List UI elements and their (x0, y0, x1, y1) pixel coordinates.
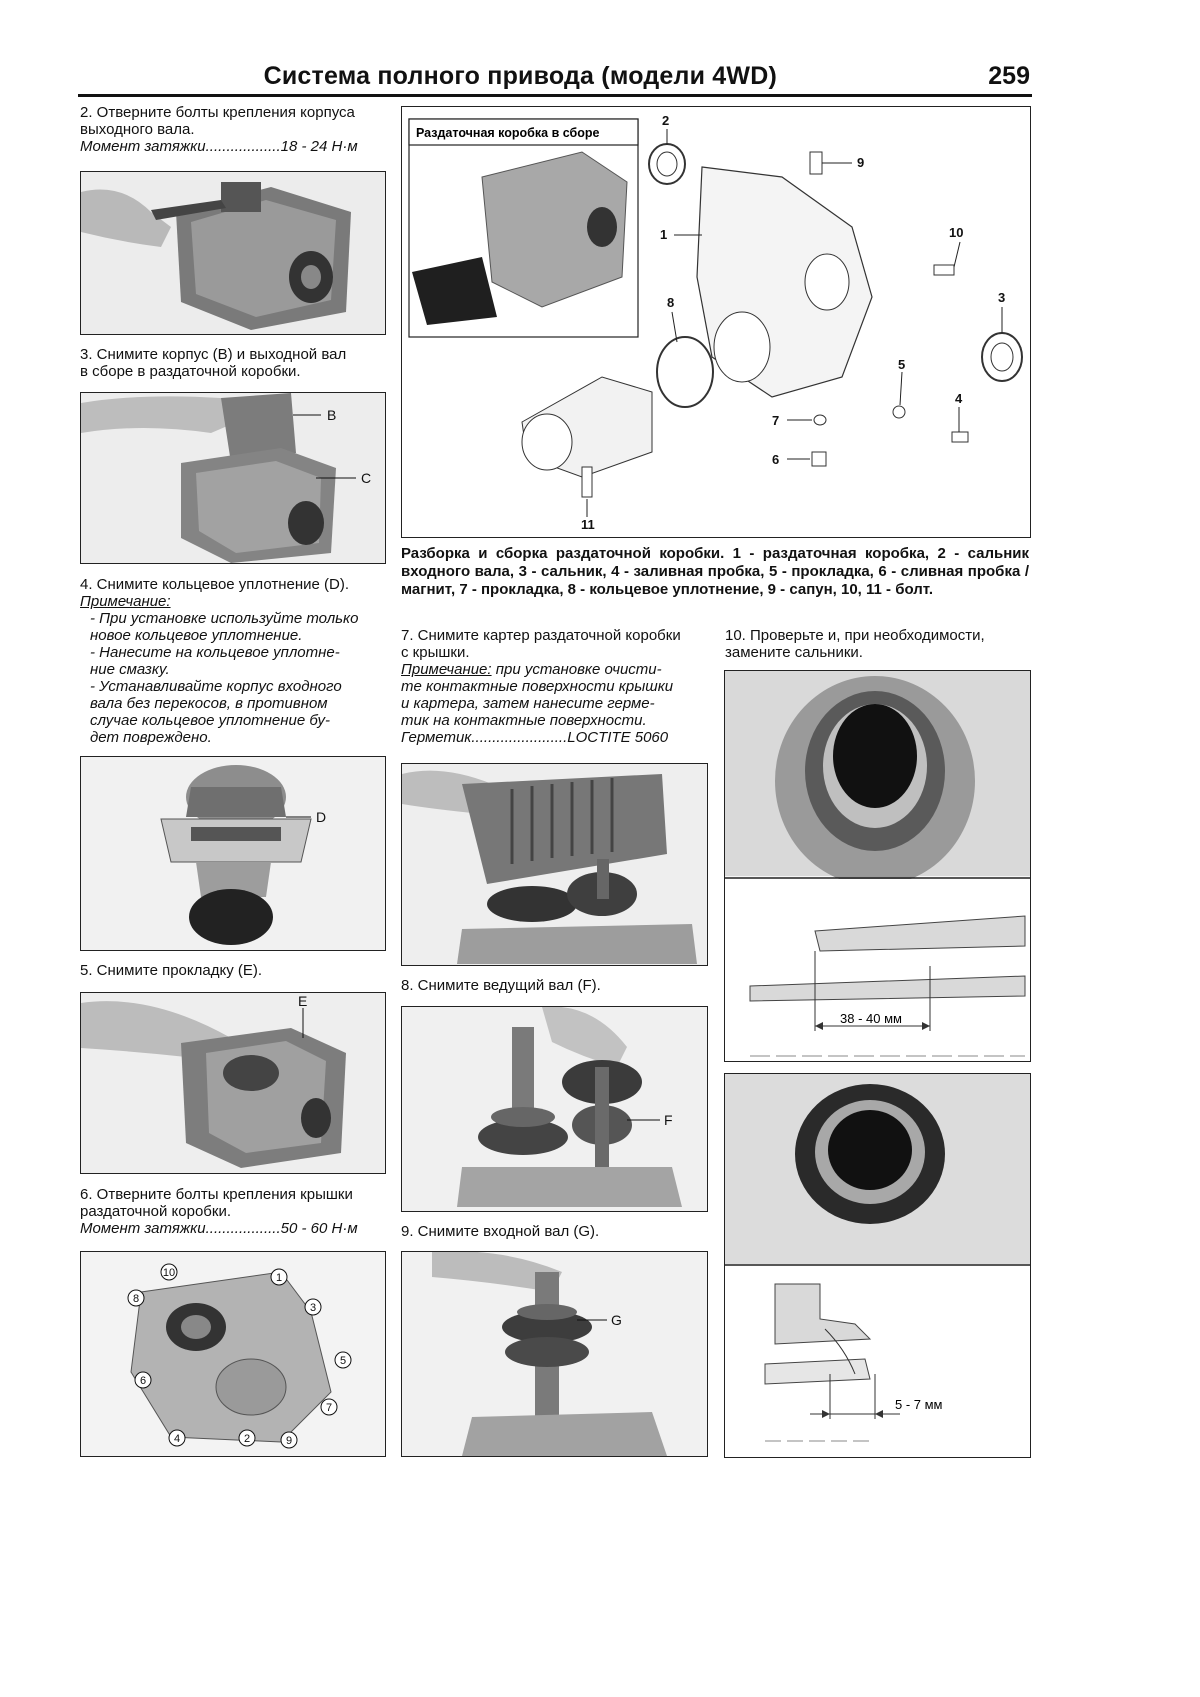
part-number: 4 (955, 391, 963, 406)
bolt-number: 4 (174, 1433, 180, 1445)
dimension-label: 5 - 7 мм (895, 1397, 943, 1412)
diagram-caption: Разборка и сборка раздаточной коробки. 1… (401, 545, 1029, 598)
part-number: 7 (772, 413, 779, 428)
step-5-text: 5. Снимите прокладку (E). (80, 962, 263, 979)
part-number: 2 (662, 113, 669, 128)
part-number: 8 (667, 295, 674, 310)
exploded-diagram: Раздаточная коробка в сборе (401, 106, 1031, 538)
step-2-text: 2. Отверните болты крепления корпуса вых… (80, 104, 390, 155)
part-number: 6 (772, 452, 779, 467)
part-number: 5 (898, 357, 905, 372)
bolt-number: 6 (140, 1375, 146, 1387)
bolt-number: 1 (276, 1272, 282, 1284)
step-4-text: 4. Снимите кольцевое уплотнение (D). При… (80, 576, 390, 746)
photo-step-6: 10 1 8 3 5 6 7 4 2 9 (80, 1251, 386, 1457)
bolt-number: 3 (310, 1302, 316, 1314)
page-title: Система полного привода (модели 4WD) (263, 62, 777, 90)
note-title: Примечание: (80, 593, 171, 610)
step-8-text: 8. Снимите ведущий вал (F). (401, 977, 601, 994)
page-header: Система полного привода (модели 4WD) 259 (78, 58, 1032, 97)
part-number: 1 (660, 227, 667, 242)
part-number: 9 (857, 155, 864, 170)
photo-step-9: G (401, 1251, 708, 1457)
torque-spec: Момент затяжки..................18 - 24 … (80, 138, 358, 155)
dimension-label: 38 - 40 мм (840, 1011, 902, 1026)
part-number: 10 (949, 225, 963, 240)
part-number: 3 (998, 290, 1005, 305)
photo-step-4: D (80, 756, 386, 951)
label-f: F (664, 1112, 673, 1128)
step-3-text: 3. Снимите корпус (B) и выходной вал в с… (80, 346, 347, 380)
label-e: E (298, 993, 307, 1009)
label-c: C (361, 470, 371, 486)
photo-step-2 (80, 171, 386, 335)
seal-check-panel-2: 5 - 7 мм (724, 1073, 1031, 1458)
photo-step-8: F (401, 1006, 708, 1212)
bolt-number: 9 (286, 1435, 292, 1447)
inset-title: Раздаточная коробка в сборе (416, 126, 600, 140)
photo-step-5: E (80, 992, 386, 1174)
seal-check-panel-1: 38 - 40 мм (724, 670, 1031, 1062)
page-number: 259 (988, 62, 1030, 90)
label-b: B (327, 407, 336, 423)
step-9-text: 9. Снимите входной вал (G). (401, 1223, 600, 1240)
bolt-number: 8 (133, 1293, 139, 1305)
step-7-text: 7. Снимите картер раздаточной коробки с … (401, 627, 713, 746)
step-6-text: 6. Отверните болты крепления крышки разд… (80, 1186, 390, 1237)
step-10-text: 10. Проверьте и, при необходимости, заме… (725, 627, 985, 661)
label-g: G (611, 1312, 622, 1328)
sealant-spec: Герметик.......................LOCTITE 5… (401, 729, 669, 746)
bolt-number: 10 (163, 1267, 175, 1279)
part-number: 11 (581, 517, 595, 532)
note-title: Примечание: (401, 661, 492, 678)
photo-step-7 (401, 763, 708, 966)
photo-step-3: B C (80, 392, 386, 564)
label-d: D (316, 809, 326, 825)
torque-spec: Момент затяжки..................50 - 60 … (80, 1220, 358, 1237)
bolt-number: 2 (244, 1433, 250, 1445)
bolt-number: 5 (340, 1355, 346, 1367)
bolt-number: 7 (326, 1402, 332, 1414)
